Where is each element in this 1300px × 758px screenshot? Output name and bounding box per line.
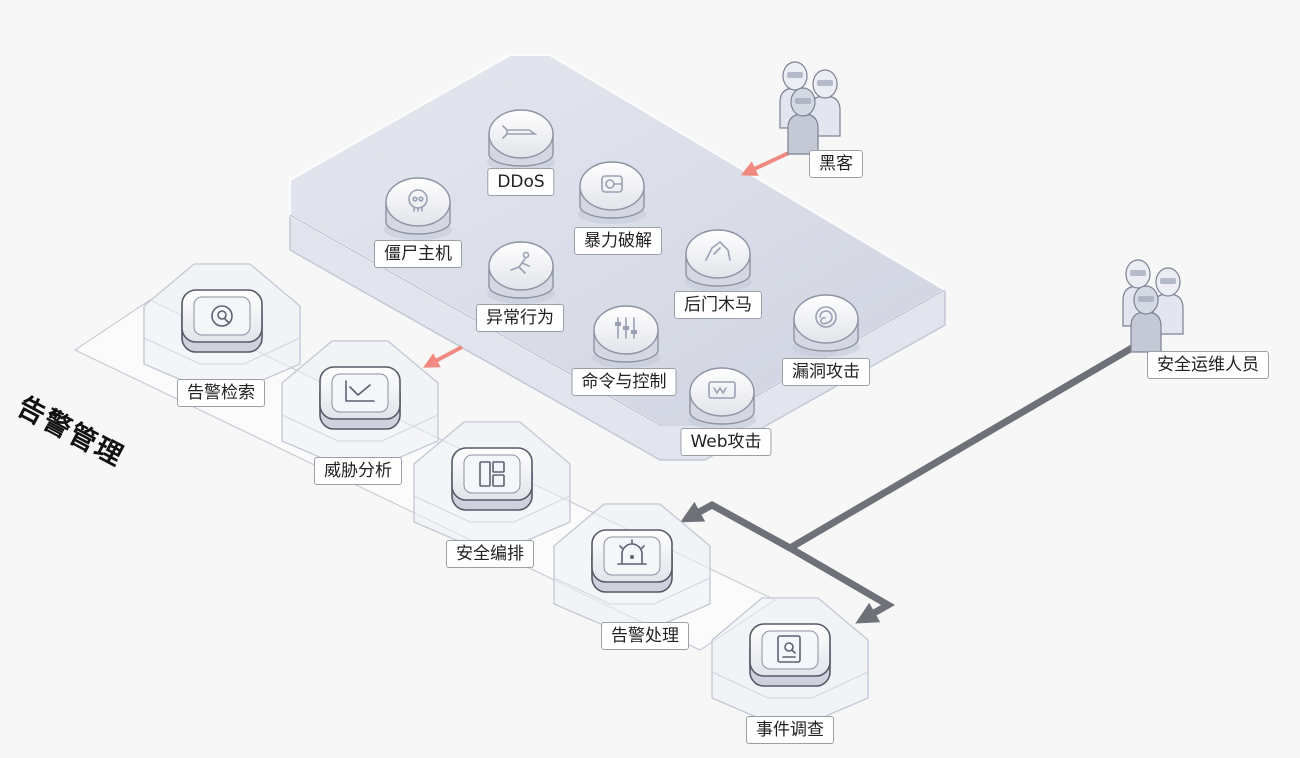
step-tile-document-search — [711, 597, 869, 723]
threat-node-missile — [487, 109, 555, 172]
investigation-label: 事件调查 — [746, 716, 834, 744]
threat-node-skull — [384, 177, 452, 240]
step-tile-analysis — [281, 340, 439, 466]
threat-node-running-person — [487, 241, 555, 304]
step-label-security-orchestration: 安全编排 — [446, 540, 534, 568]
hacker-group-icon — [779, 61, 841, 155]
flow-arrows — [422, 148, 1141, 624]
search-icon — [211, 305, 233, 327]
ops-main-line — [786, 341, 1141, 552]
analysis-icon — [345, 380, 375, 402]
threat-node-trojan — [684, 229, 752, 292]
step-tile-alarm — [553, 503, 711, 629]
threat-label-ddos: DDoS — [487, 168, 555, 196]
attack-arrow — [740, 148, 796, 176]
threat-label-vulnerability-attack: 漏洞攻击 — [782, 358, 870, 386]
step-label-threat-analysis: 威胁分析 — [314, 457, 402, 485]
skull-icon — [408, 189, 428, 212]
threat-node-key — [578, 161, 646, 224]
step-label-alert-search: 告警检索 — [177, 379, 265, 407]
ops-to-investigation-arrow — [788, 544, 896, 624]
ops-staff-label: 安全运维人员 — [1147, 351, 1269, 379]
alert-arrow — [422, 345, 463, 368]
threat-label-zombie-host: 僵尸主机 — [374, 240, 462, 268]
threat-label-command-control: 命令与控制 — [571, 368, 677, 396]
alarm-icon — [617, 539, 647, 565]
trojan-icon — [705, 240, 731, 261]
web-icon — [708, 381, 736, 399]
actor-groups — [779, 61, 1184, 353]
threat-nodes — [384, 109, 860, 430]
layout-icon — [479, 461, 505, 487]
hacker-label: 黑客 — [809, 150, 863, 178]
ops-group-icon — [1122, 259, 1184, 353]
threat-label-abnormal-behavior: 异常行为 — [476, 304, 564, 332]
vortex-icon — [815, 306, 837, 328]
ops-to-handling-arrow — [680, 501, 792, 552]
missile-icon — [502, 125, 538, 139]
threat-node-vortex — [792, 294, 860, 357]
threat-label-web-attack: Web攻击 — [680, 428, 772, 456]
threat-label-brute-force: 暴力破解 — [574, 227, 662, 255]
sliders-icon — [615, 317, 637, 339]
step-label-alert-handling: 告警处理 — [601, 622, 689, 650]
threat-node-sliders — [592, 305, 660, 368]
alert-step-tiles — [143, 263, 869, 723]
step-tile-layout — [413, 421, 571, 547]
running-person-icon — [510, 251, 530, 274]
step-tile-search — [143, 263, 301, 389]
threat-node-web — [688, 367, 756, 430]
key-icon — [601, 175, 623, 193]
document-search-icon — [777, 635, 801, 663]
threat-label-backdoor-trojan: 后门木马 — [674, 291, 762, 319]
